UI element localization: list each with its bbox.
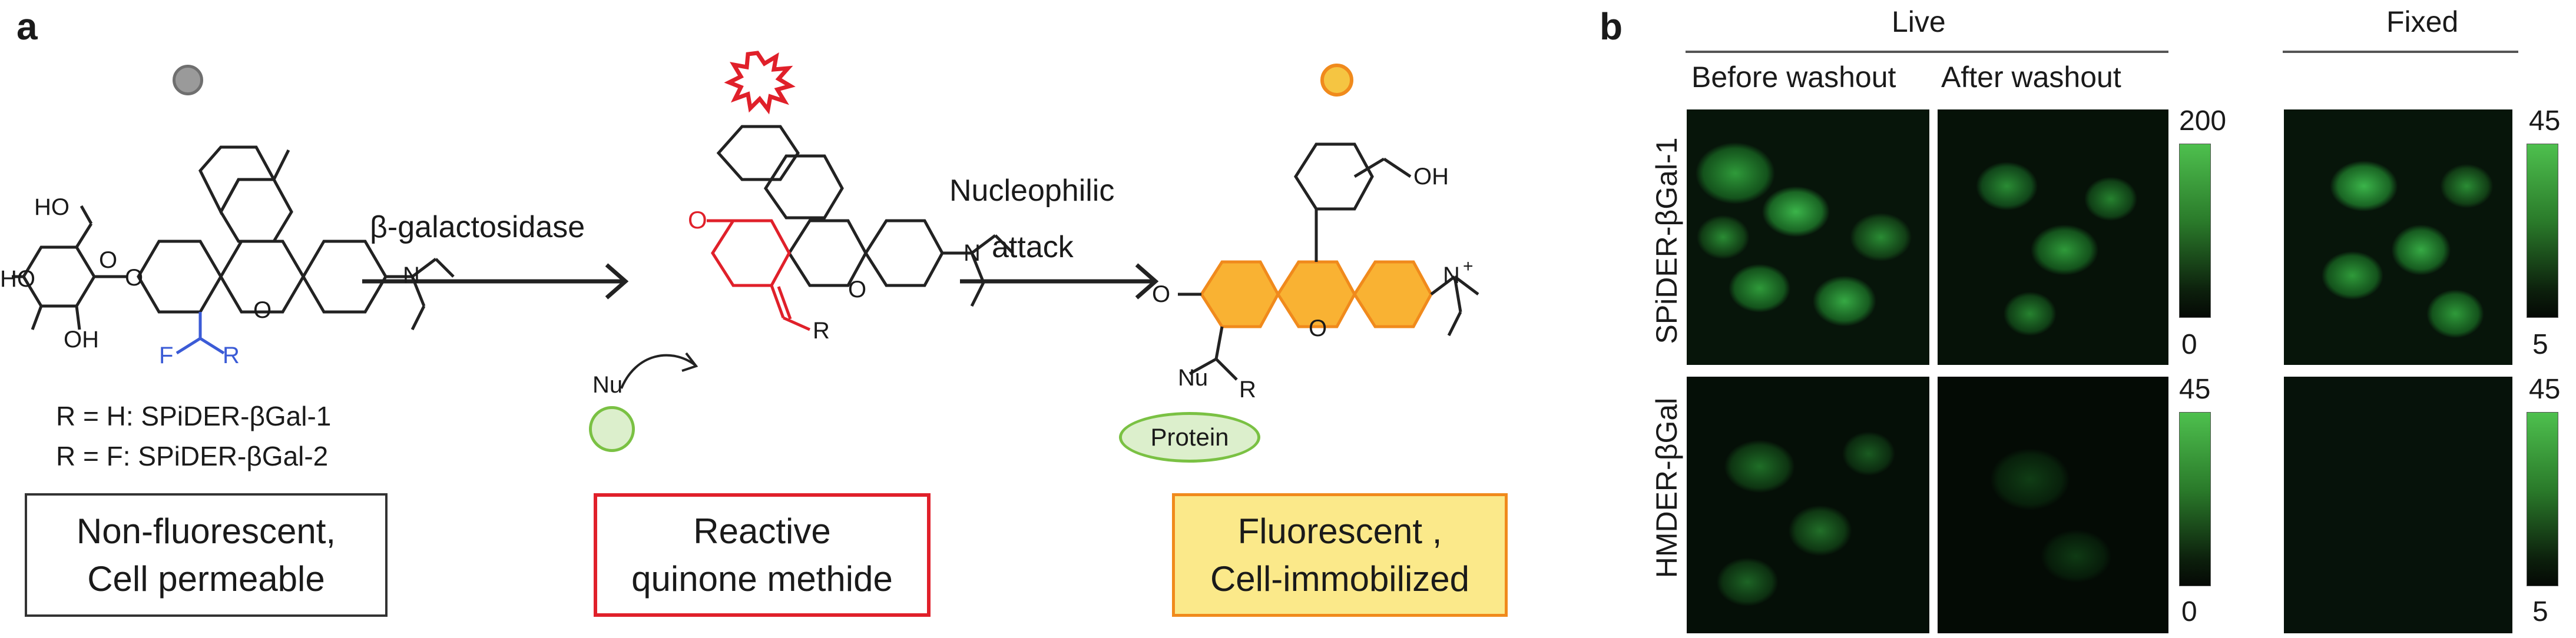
protein-label: Protein [1150,423,1229,451]
label-o-quinone-ring: O [848,277,867,303]
micrograph-spider-before [1687,109,1929,365]
label-n2: N [963,240,981,266]
colorbar-hmder-fixed [2527,412,2558,586]
colorbar-spider-fixed [2527,144,2558,318]
cbar-spider-fixed-max: 45 [2529,105,2561,137]
box2-line1: Reactive [693,511,831,551]
label-o-link: O [125,265,144,291]
cbar-spider-fixed-min: 5 [2532,329,2548,360]
state-box-fluorescent: Fluorescent , Cell-immobilized [1172,493,1508,617]
cbar-spider-live-min: 0 [2181,329,2197,360]
label-o-minus: O [1152,281,1171,307]
group-label-fixed: Fixed [2386,5,2459,38]
r-definition-1: R = H: SPiDER-βGal-1 [56,401,332,431]
state-box-nonfluorescent: Non-fluorescent, Cell permeable [25,493,388,617]
grey-dot-icon [173,65,203,95]
arrow2-label-line2: attack [992,230,1074,264]
label-plus: + [1463,257,1474,276]
cbar-hmder-live-min: 0 [2181,596,2197,627]
box3-line2: Cell-immobilized [1210,559,1470,599]
col-label-before: Before washout [1691,61,1896,94]
label-o-ring: O [253,297,272,323]
arrow1-label: β-galactosidase [370,210,585,244]
panel-a-letter: a [16,5,38,48]
colorbar-spider-live [2179,144,2211,318]
box2-line2: quinone methide [631,559,893,599]
label-r1: R [223,343,240,368]
cbar-hmder-fixed-min: 5 [2532,596,2548,627]
label-o-final-ring: O [1309,315,1327,341]
orange-dot-icon [1320,64,1353,97]
label-r2: R [813,318,830,344]
box1-line2: Cell permeable [87,559,325,599]
row-label-spider: SPiDER-βGal-1 [1650,137,1683,344]
label-n-plus: N [1443,262,1460,288]
colorbar-hmder-live [2179,412,2211,586]
state-box-reactive: Reactive quinone methide [594,493,931,617]
label-r3: R [1239,377,1256,403]
arrow2-label-line1: Nucleophilic [949,174,1115,208]
label-f: F [159,343,174,368]
panel-b-letter: b [1600,5,1623,48]
cbar-spider-live-max: 200 [2179,105,2227,137]
label-ho2: HO [0,266,35,292]
label-o-quinone: O [688,206,707,234]
label-oh1: OH [64,327,99,353]
label-oh-final: OH [1413,164,1449,190]
group-label-live: Live [1892,5,1946,38]
micrograph-hmder-fixed [2284,377,2512,633]
cbar-hmder-live-max: 45 [2179,374,2211,405]
box1-line1: Non-fluorescent, [76,511,336,551]
micrograph-hmder-before [1687,377,1929,633]
nucleophile-circle-icon [589,406,635,452]
micrograph-spider-after [1938,109,2168,365]
label-nu-minus: Nu [592,372,623,398]
label-ho1: HO [34,194,69,220]
micrograph-spider-fixed [2284,109,2512,365]
box3-line1: Fluorescent , [1237,511,1442,551]
micrograph-hmder-after [1938,377,2168,633]
label-o-sugar: O [99,247,118,273]
r-definition-2: R = F: SPiDER-βGal-2 [56,441,329,471]
label-n1: N [403,262,420,288]
col-label-after: After washout [1941,61,2121,94]
protein-oval: Protein [1119,412,1260,463]
label-nu-final: Nu [1178,365,1208,391]
fixed-group-rule [2283,51,2518,53]
row-label-hmder: HMDER-βGal [1650,397,1683,579]
cbar-hmder-fixed-max: 45 [2529,374,2561,405]
live-group-rule [1686,51,2168,53]
